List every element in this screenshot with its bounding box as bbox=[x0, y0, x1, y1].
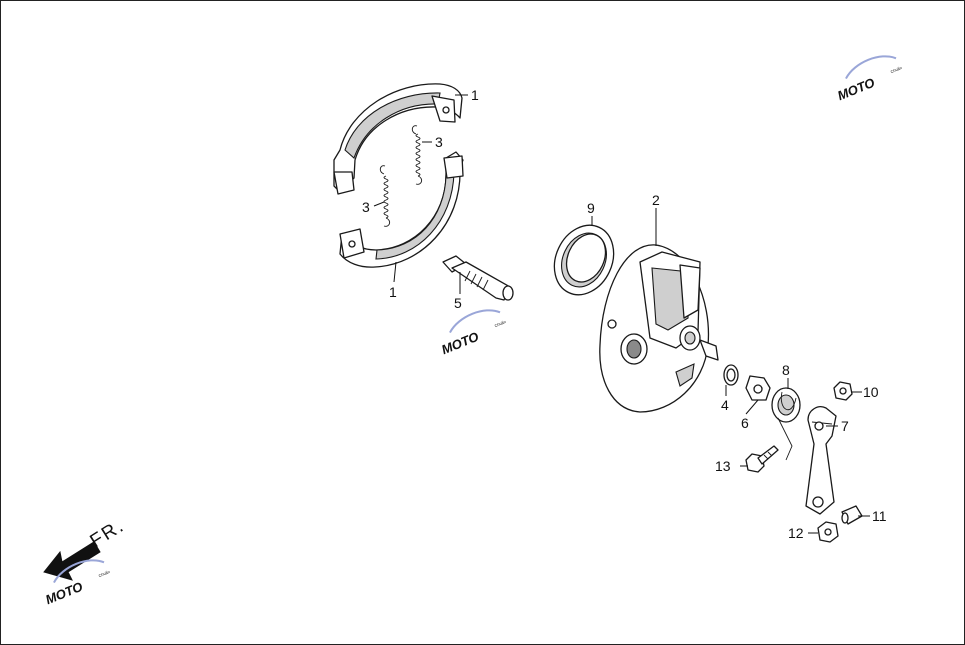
callout-6-wear-indicator: 6 bbox=[741, 415, 749, 431]
watermark-brand: MOTO bbox=[835, 75, 877, 103]
joint-pin bbox=[841, 505, 863, 525]
callout-4-washer: 4 bbox=[721, 397, 729, 413]
callout-labels: 1 1 2 3 3 4 5 6 7 8 9 10 11 12 13 bbox=[362, 87, 887, 541]
front-direction-indicator: FR. bbox=[43, 515, 129, 581]
adjusting-nut bbox=[817, 521, 839, 543]
callout-7-brake-arm: 7 bbox=[841, 418, 849, 434]
watermark-center: MOTO Chuẩn bbox=[439, 309, 507, 357]
brake-panel bbox=[599, 244, 719, 413]
watermark-brand-2: MOTO bbox=[439, 329, 481, 357]
callout-9-dust-seal: 9 bbox=[587, 200, 595, 216]
watermark-top-right: MOTO Chuẩn bbox=[835, 55, 903, 103]
wear-indicator-plate bbox=[745, 375, 771, 401]
leader-lines bbox=[373, 94, 870, 534]
brake-arm bbox=[805, 406, 837, 515]
shoe-spring-lower bbox=[379, 165, 391, 227]
watermark-swoosh-icon bbox=[845, 55, 897, 80]
callout-1-upper-shoe: 1 bbox=[471, 87, 479, 103]
front-arrow-icon bbox=[43, 541, 101, 581]
watermark-sub: Chuẩn bbox=[890, 65, 903, 74]
watermark-swoosh-icon-2 bbox=[449, 309, 501, 334]
callout-11-joint-pin: 11 bbox=[872, 508, 887, 524]
shoe-spring-upper bbox=[411, 125, 423, 185]
brake-shoe-lower bbox=[339, 151, 464, 268]
callout-13-bolt: 13 bbox=[715, 458, 731, 474]
dust-seal bbox=[553, 224, 615, 296]
washer bbox=[723, 364, 739, 386]
watermark-sub-3: Chuẩn bbox=[98, 569, 111, 578]
brake-cam bbox=[442, 255, 514, 301]
callout-2-brake-panel: 2 bbox=[652, 192, 660, 208]
watermark-sub-2: Chuẩn bbox=[494, 319, 507, 328]
watermark-brand-3: MOTO bbox=[43, 579, 85, 607]
callout-5-brake-cam: 5 bbox=[454, 295, 462, 311]
watermark-swoosh-icon-3 bbox=[53, 559, 105, 584]
callout-8-return-spring: 8 bbox=[782, 362, 790, 378]
nut bbox=[833, 381, 853, 401]
callout-3-upper-spring: 3 bbox=[435, 134, 443, 150]
bolt bbox=[745, 445, 779, 473]
callout-1-lower-shoe: 1 bbox=[389, 284, 397, 300]
brake-shoe-upper bbox=[333, 83, 463, 195]
callout-12-adjusting-nut: 12 bbox=[788, 525, 804, 541]
callout-10-nut: 10 bbox=[863, 384, 879, 400]
return-spring bbox=[771, 387, 801, 461]
callout-3-lower-spring: 3 bbox=[362, 199, 370, 215]
